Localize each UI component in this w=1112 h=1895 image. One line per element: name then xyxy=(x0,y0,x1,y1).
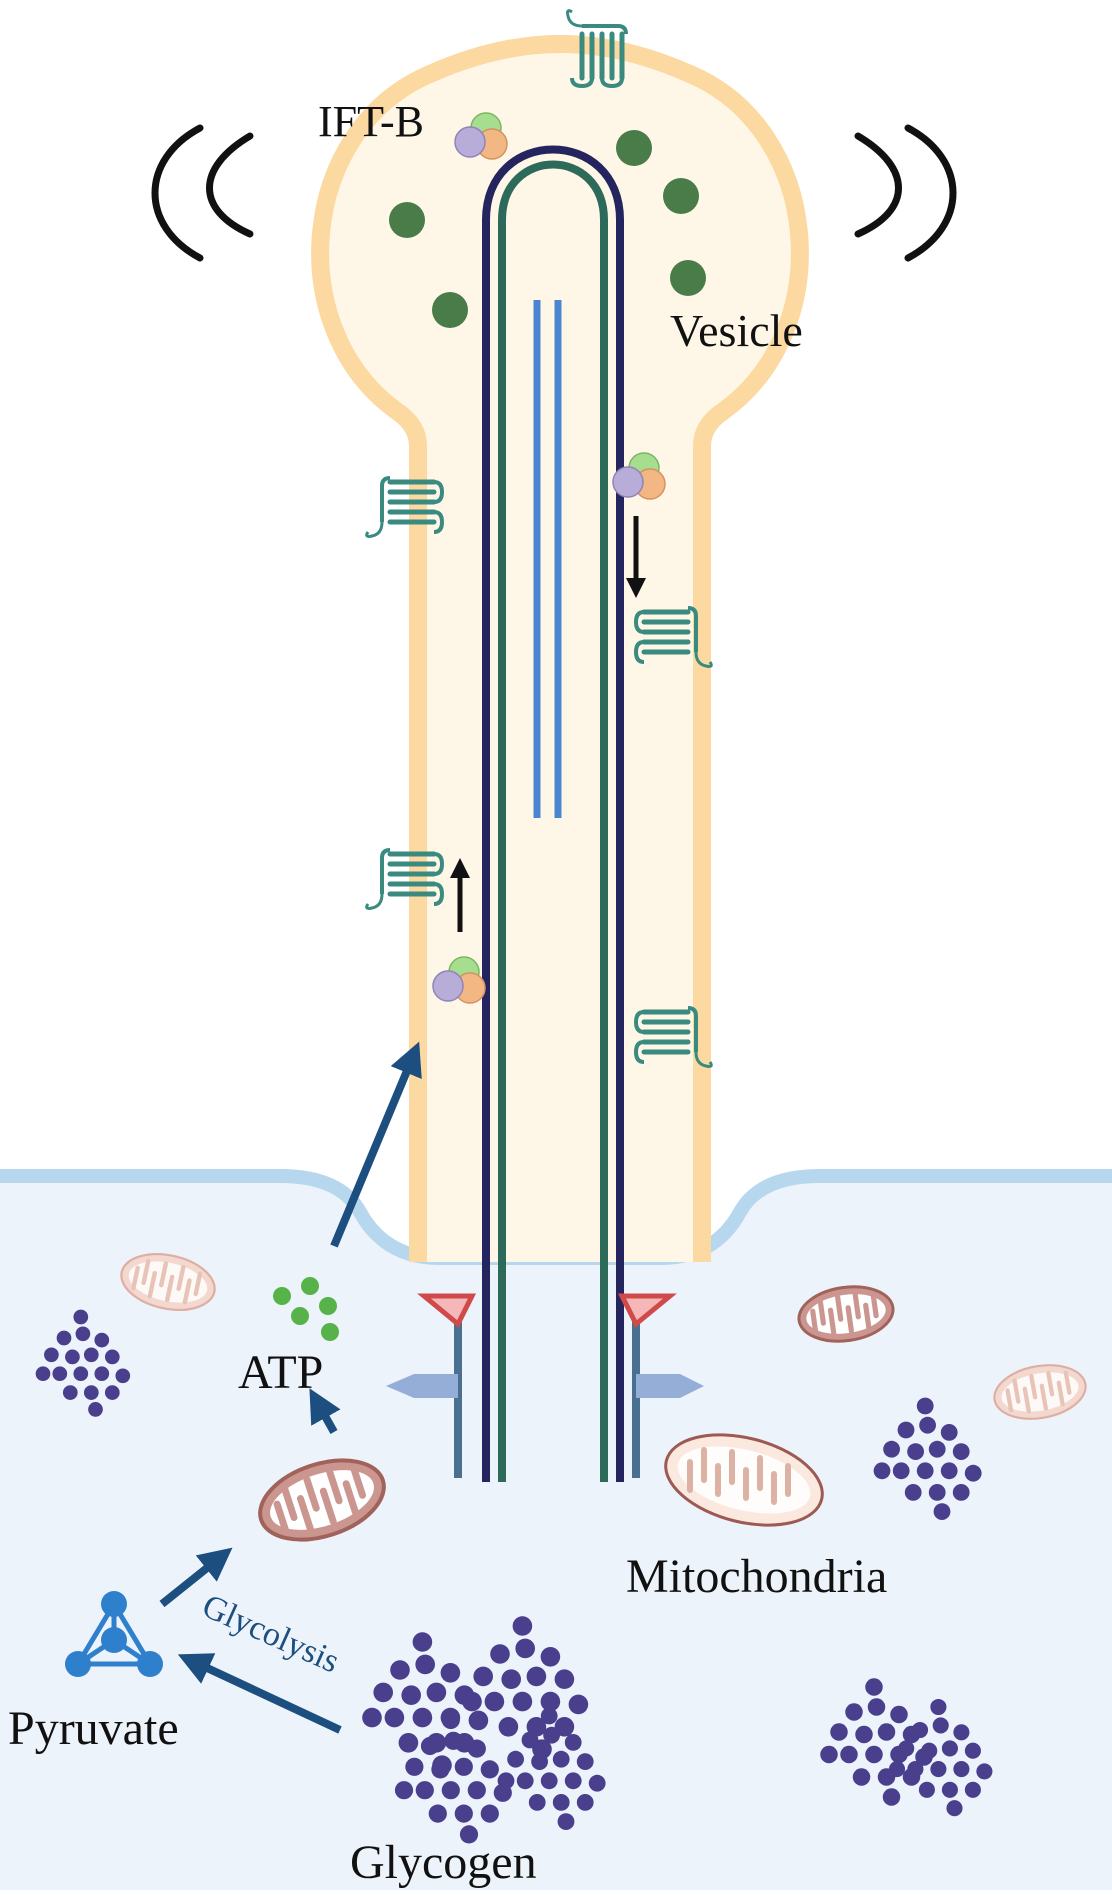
motion-arc-left-outer xyxy=(151,124,204,262)
mitochondrion-to-atp-arrow xyxy=(309,1388,341,1434)
label-glycogen: Glycogen xyxy=(350,1836,537,1889)
glycolysis-arrow xyxy=(177,1653,342,1734)
transition-fiber-right xyxy=(617,1293,704,1478)
mitochondrion-icon-pale xyxy=(664,1433,824,1527)
transition-fiber-left xyxy=(386,1293,477,1478)
motion-arc-left-inner xyxy=(206,132,254,238)
label-ift-b: IFT-B xyxy=(318,97,424,146)
atp-to-cilium-arrow xyxy=(330,1041,422,1248)
axoneme-outer-doublet xyxy=(482,145,624,1482)
pyruvate-molecule-icon xyxy=(65,1591,163,1677)
motion-arc-right-inner xyxy=(854,132,902,238)
pyruvate-to-mitochondrion-arrow xyxy=(159,1547,233,1608)
vesicle-particles xyxy=(389,130,706,328)
label-mitochondria: Mitochondria xyxy=(626,1550,887,1603)
atp-dots-icon xyxy=(273,1277,339,1341)
motion-arc-right-outer xyxy=(904,124,957,262)
label-atp: ATP xyxy=(238,1346,323,1399)
label-pyruvate: Pyruvate xyxy=(8,1702,179,1755)
label-vesicle: Vesicle xyxy=(670,305,803,356)
cell-cytoplasm xyxy=(0,1176,1112,1890)
axoneme-inner-doublet xyxy=(498,160,608,1482)
